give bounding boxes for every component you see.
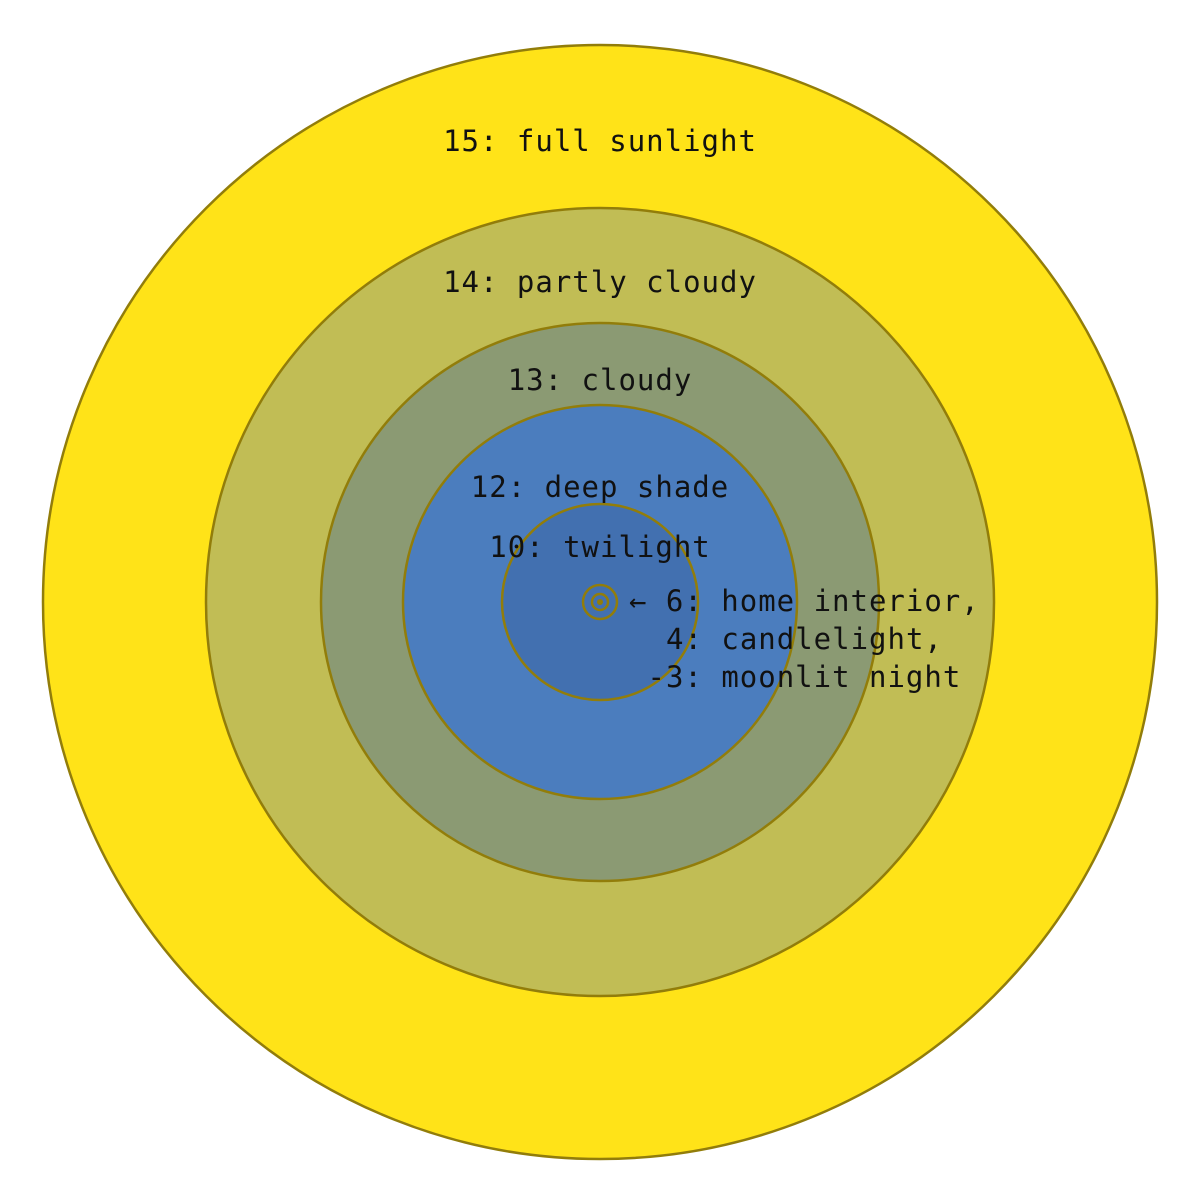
ring-label-ev-13: 13: cloudy	[508, 363, 693, 397]
ring-ev--3	[597, 599, 603, 605]
ring-label-ev-10: 10: twilight	[489, 530, 711, 564]
ring-ev-6	[581, 583, 619, 621]
ring-label-ev-15: 15: full sunlight	[443, 124, 757, 158]
center-annotation-line-1: ← 6: home interior,	[629, 584, 980, 618]
center-annotation-line-2: 4: candlelight,	[666, 622, 943, 656]
ring-ev-4	[590, 592, 610, 612]
ring-label-ev-14: 14: partly cloudy	[443, 265, 757, 299]
ring-label-ev-12: 12: deep shade	[471, 470, 729, 504]
center-annotation-line-3: -3: moonlit night	[648, 660, 962, 694]
